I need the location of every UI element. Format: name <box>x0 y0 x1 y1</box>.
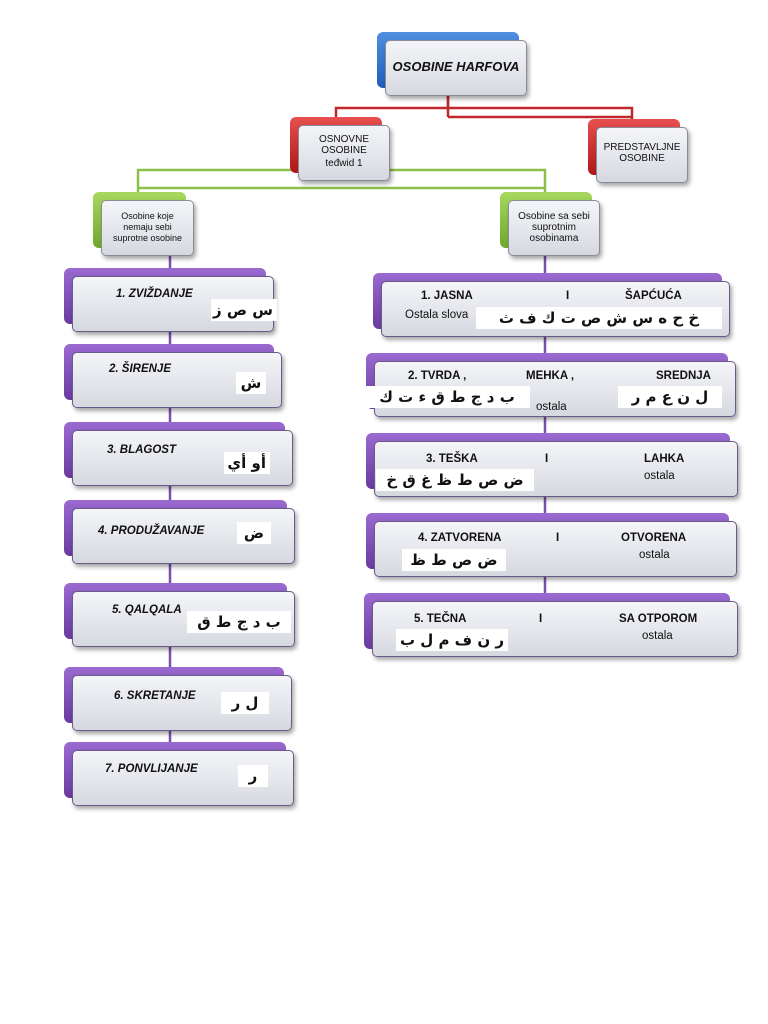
with-opposite-line1: Osobine sa sebi <box>518 211 590 222</box>
right-item-separator: I <box>556 532 560 544</box>
left-item-turning: 6. SKRETANJE ل ر <box>64 667 292 731</box>
left-item-letters: ش <box>236 372 266 394</box>
right-item-note: ostala <box>639 549 670 561</box>
left-item-letters: ب د ج ط ق <box>187 611 291 633</box>
left-item-label: 1. ZVIŽDANJE <box>116 288 193 300</box>
right-item-label-c: SREDNJA <box>656 370 711 382</box>
no-opposite-line2: nemaju sebi <box>123 222 172 232</box>
right-item-note: Ostala slova <box>405 309 469 321</box>
right-item-separator: I <box>566 290 570 302</box>
left-item-letters: أو أي <box>224 452 270 474</box>
left-item-label: 3. BLAGOST <box>107 444 177 456</box>
left-item-label: 6. SKRETANJE <box>114 690 196 702</box>
left-item-whistling: 1. ZVIŽDANJE س ص ز <box>64 268 277 332</box>
right-item-heavy-light: 3. TEŠKA I LAHKA ض ص ط ظ غ ق خ ostala <box>366 433 738 497</box>
right-item-note: ostala <box>644 470 675 482</box>
presentation-properties-node: PREDSTAVLJNE OSOBINE <box>588 119 688 183</box>
left-item-elongation: 4. PRODUŽAVANJE ض <box>64 500 295 564</box>
right-item-label-b: OTVORENA <box>621 532 687 544</box>
basic-properties-line2: OSOBINE <box>321 145 367 156</box>
right-item-label-b: SA OTPOROM <box>619 613 698 625</box>
left-item-label: 5. QALQALA <box>112 604 182 616</box>
right-item-letters-right: ل ن ع م ر <box>618 386 722 408</box>
left-item-spreading: 2. ŠIRENJE ش <box>64 344 282 408</box>
right-item-fluid-resistant: 5. TEČNA I SA OTPOROM ر ن ف م ل ب ostala <box>364 593 738 657</box>
no-opposite-properties-node: Osobine koje nemaju sebi suprotne osobin… <box>93 192 194 256</box>
presentation-properties-line1: PREDSTAVLJNE <box>603 142 681 153</box>
root-title: OSOBINE HARFOVA <box>392 59 520 74</box>
right-item-label-a: 1. JASNA <box>421 290 473 302</box>
right-item-label-a: 2. TVRDA , <box>408 370 467 382</box>
basic-properties-line3: teđwid 1 <box>325 158 363 169</box>
left-item-qalqala: 5. QALQALA ب د ج ط ق <box>64 583 295 647</box>
right-item-label-b: LAHKA <box>644 453 685 465</box>
right-item-note: ostala <box>642 630 673 642</box>
with-opposite-line2: suprotnim <box>532 222 576 233</box>
left-item-letters: ل ر <box>221 692 269 714</box>
right-item-label-a: 4. ZATVORENA <box>418 532 502 544</box>
with-opposite-line3: osobinama <box>529 233 579 244</box>
left-item-label: 4. PRODUŽAVANJE <box>98 525 205 537</box>
right-item-note: ostala <box>536 401 567 413</box>
left-item-repetition: 7. PONVLIJANJE ر <box>64 742 294 806</box>
right-item-label-a: 5. TEČNA <box>414 613 467 625</box>
left-item-label: 2. ŠIRENJE <box>109 363 171 375</box>
right-item-letters: ض ص ط ظ غ ق خ <box>376 469 534 491</box>
basic-properties-line1: OSNOVNE <box>318 134 369 145</box>
right-item-letters-left: ب د ج ط ق ء ت ك <box>364 386 530 408</box>
right-item-label-b: ŠAPĆUĆA <box>625 290 682 302</box>
right-item-closed-open: 4. ZATVORENA I OTVORENA ض ص ط ظ ostala <box>366 513 737 577</box>
left-item-letters: ر <box>238 765 268 787</box>
right-item-separator: I <box>545 453 549 465</box>
right-item-separator: I <box>539 613 543 625</box>
left-item-letters: س ص ز <box>211 299 277 321</box>
basic-properties-node: OSNOVNE OSOBINE teđwid 1 <box>290 117 390 181</box>
no-opposite-line1: Osobine koje <box>121 211 174 221</box>
left-item-label: 7. PONVLIJANJE <box>105 763 198 775</box>
no-opposite-line3: suprotne osobine <box>112 233 183 243</box>
right-item-letters: ر ن ف م ل ب <box>396 629 508 651</box>
presentation-properties-line2: OSOBINE <box>619 153 665 164</box>
right-item-hard-soft-medium: 2. TVRDA , MEHKA , SREDNJA ب د ج ط ق ء ت… <box>364 353 736 417</box>
root-node: OSOBINE HARFOVA <box>377 32 527 96</box>
with-opposite-properties-node: Osobine sa sebi suprotnim osobinama <box>500 192 600 256</box>
right-item-clear-whispering: 1. JASNA I ŠAPĆUĆA Ostala slova خ ح ه س … <box>373 273 730 337</box>
right-item-letters: ض ص ط ظ <box>402 549 506 571</box>
left-item-softness: 3. BLAGOST أو أي <box>64 422 293 486</box>
left-item-letters: ض <box>237 522 271 544</box>
right-item-letters: خ ح ه س ش ص ت ك ف ث <box>476 307 722 329</box>
right-item-label-b: MEHKA , <box>526 370 575 382</box>
right-item-label-a: 3. TEŠKA <box>426 453 478 465</box>
